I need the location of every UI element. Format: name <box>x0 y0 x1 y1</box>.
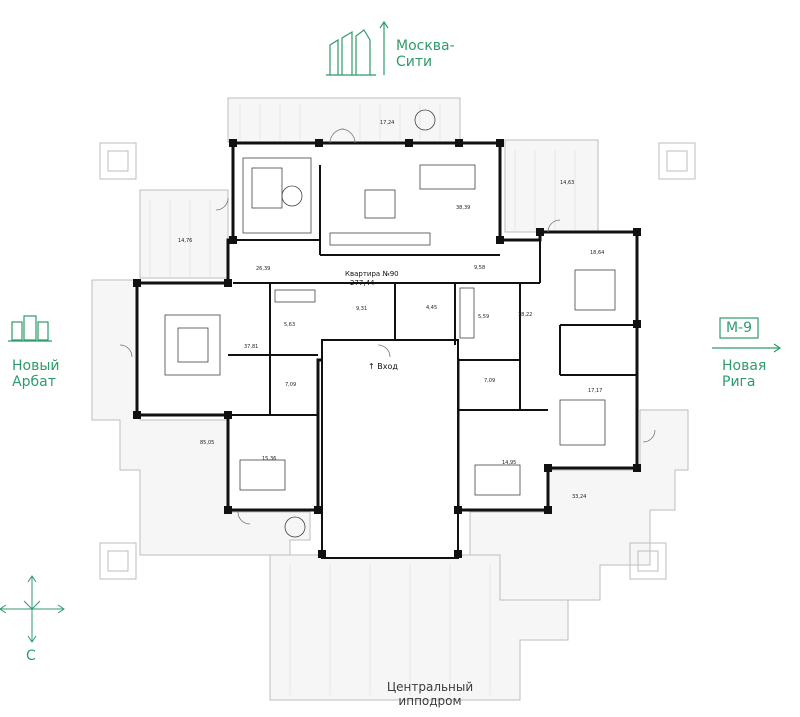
area-room-s: 14,95 <box>502 460 517 466</box>
east-badge-text: М-9 <box>725 320 753 336</box>
east-landmark-label: Новая Рига <box>722 358 767 390</box>
area-terrace-nw: 14,76 <box>178 238 193 244</box>
m9-badge <box>712 317 782 353</box>
area-terrace-w: 85,05 <box>200 440 215 446</box>
area-hall-top: 9,58 <box>474 265 486 271</box>
south-landmark-label: Центральный ипподром <box>386 680 474 708</box>
area-terrace-north: 17,24 <box>380 120 395 126</box>
new-arbat-icon <box>8 315 52 342</box>
area-living: 38,39 <box>456 205 471 211</box>
area-corridor: 9,31 <box>356 306 368 312</box>
area-bedroom-ne: 18,64 <box>590 250 605 256</box>
compass-icon <box>0 575 65 643</box>
area-bedroom-w: 37,81 <box>244 344 259 350</box>
north-landmark-label: Москва- Сити <box>396 38 455 70</box>
moscow-city-icon <box>326 20 389 76</box>
area-hall-nw: 26,39 <box>256 266 271 272</box>
area-terrace-ne: 14,63 <box>560 180 575 186</box>
area-bedroom-se: 17,17 <box>588 388 603 394</box>
area-bath-w: 7,09 <box>285 382 297 388</box>
entrance-label: ↑ Вход <box>368 362 398 371</box>
area-bath-c: 5,59 <box>478 314 490 320</box>
apartment-title: Квартира №90 277,44 <box>345 270 399 287</box>
area-bath-e: 7,09 <box>484 378 496 384</box>
compass-north-letter: С <box>26 648 36 664</box>
area-hall-e: 18,22 <box>518 312 533 318</box>
area-bath-a: 5,63 <box>284 322 296 328</box>
area-room-sw: 15,36 <box>262 456 277 462</box>
west-landmark-label: Новый Арбат <box>12 358 60 390</box>
area-terrace-se: 33,24 <box>572 494 587 500</box>
decor-emblems <box>99 142 696 580</box>
area-bath-b: 4,45 <box>426 305 438 311</box>
